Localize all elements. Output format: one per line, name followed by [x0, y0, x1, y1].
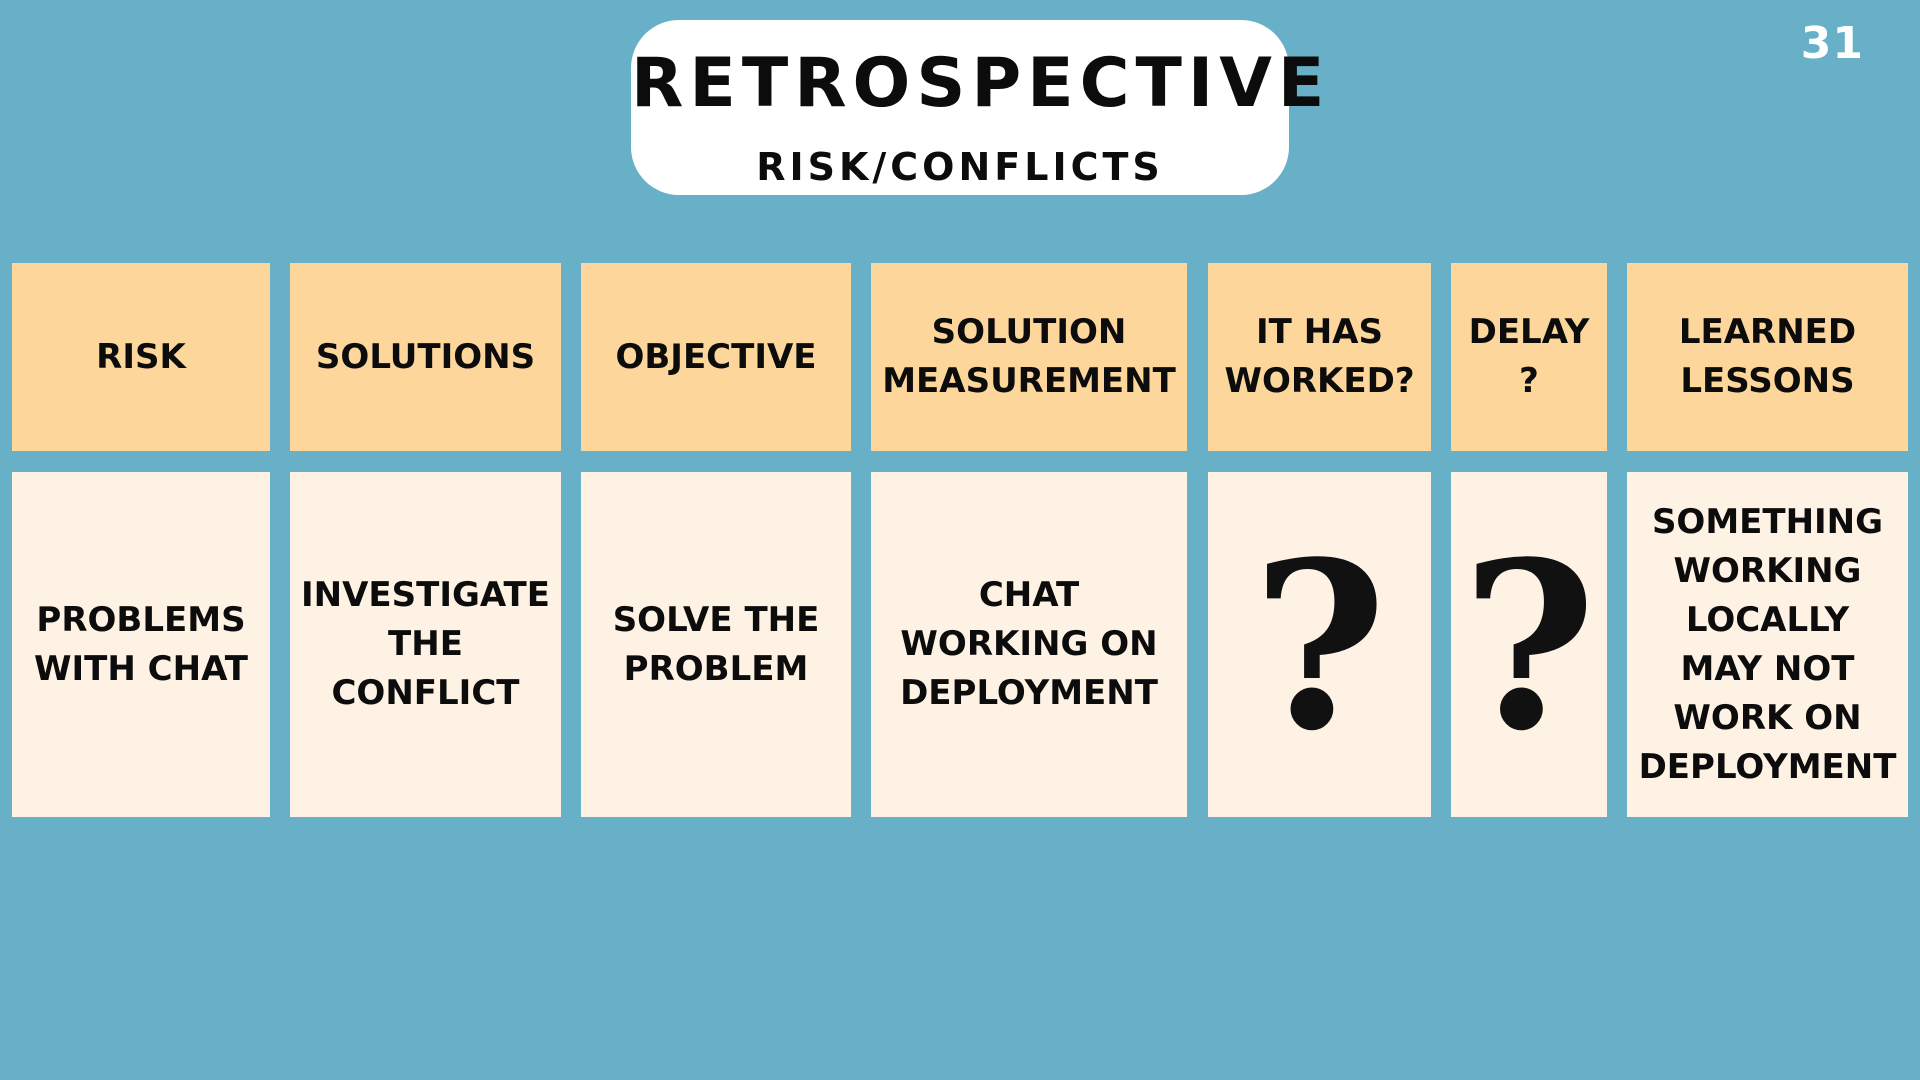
header-card-learned-lessons: LEARNED LESSONS	[1627, 263, 1908, 451]
header-card-solutions: SOLUTIONS	[290, 263, 561, 451]
question-mark-icon: ?	[1252, 511, 1387, 782]
cell-text-risk: PROBLEMS WITH CHAT	[34, 599, 248, 689]
question-mark-icon: ?	[1461, 511, 1597, 782]
cell-text-solution-measurement: CHAT WORKING ON DEPLOYMENT	[900, 575, 1158, 713]
slide-subtitle: RISK/CONFLICTS	[756, 145, 1164, 189]
header-card-objective: OBJECTIVE	[581, 263, 851, 451]
header-label-delay: DELAY ?	[1468, 312, 1590, 401]
header-card-it-has-worked: IT HAS WORKED?	[1208, 263, 1431, 451]
cell-text-objective: SOLVE THE PROBLEM	[612, 599, 820, 689]
header-card-solution-measurement: SOLUTION MEASUREMENT	[871, 263, 1187, 451]
cell-card-risk: PROBLEMS WITH CHAT	[12, 472, 270, 817]
cell-card-learned-lessons: SOMETHING WORKING LOCALLY MAY NOT WORK O…	[1627, 472, 1908, 817]
header-label-solutions: SOLUTIONS	[315, 336, 536, 377]
cell-text-learned-lessons: SOMETHING WORKING LOCALLY MAY NOT WORK O…	[1638, 501, 1897, 787]
slide-title: RETROSPECTIVE	[631, 44, 1331, 123]
cell-card-delay: ?	[1451, 472, 1607, 817]
cell-card-solutions: INVESTIGATE THE CONFLICT	[290, 472, 561, 817]
header-label-risk: RISK	[96, 336, 186, 377]
cell-card-solution-measurement: CHAT WORKING ON DEPLOYMENT	[871, 472, 1187, 817]
header-label-objective: OBJECTIVE	[615, 336, 817, 377]
cell-card-objective: SOLVE THE PROBLEM	[581, 472, 851, 817]
header-label-solution-measurement: SOLUTION MEASUREMENT	[882, 312, 1176, 401]
header-card-delay: DELAY ?	[1451, 263, 1607, 451]
title-card: RETROSPECTIVE RISK/CONFLICTS	[631, 20, 1331, 195]
header-card-risk: RISK	[12, 263, 270, 451]
page-number: 31	[1800, 18, 1864, 69]
cell-card-it-has-worked: ?	[1208, 472, 1431, 817]
header-label-it-has-worked: IT HAS WORKED?	[1224, 312, 1415, 401]
header-label-learned-lessons: LEARNED LESSONS	[1678, 312, 1857, 401]
cell-text-solutions: INVESTIGATE THE CONFLICT	[301, 575, 550, 713]
